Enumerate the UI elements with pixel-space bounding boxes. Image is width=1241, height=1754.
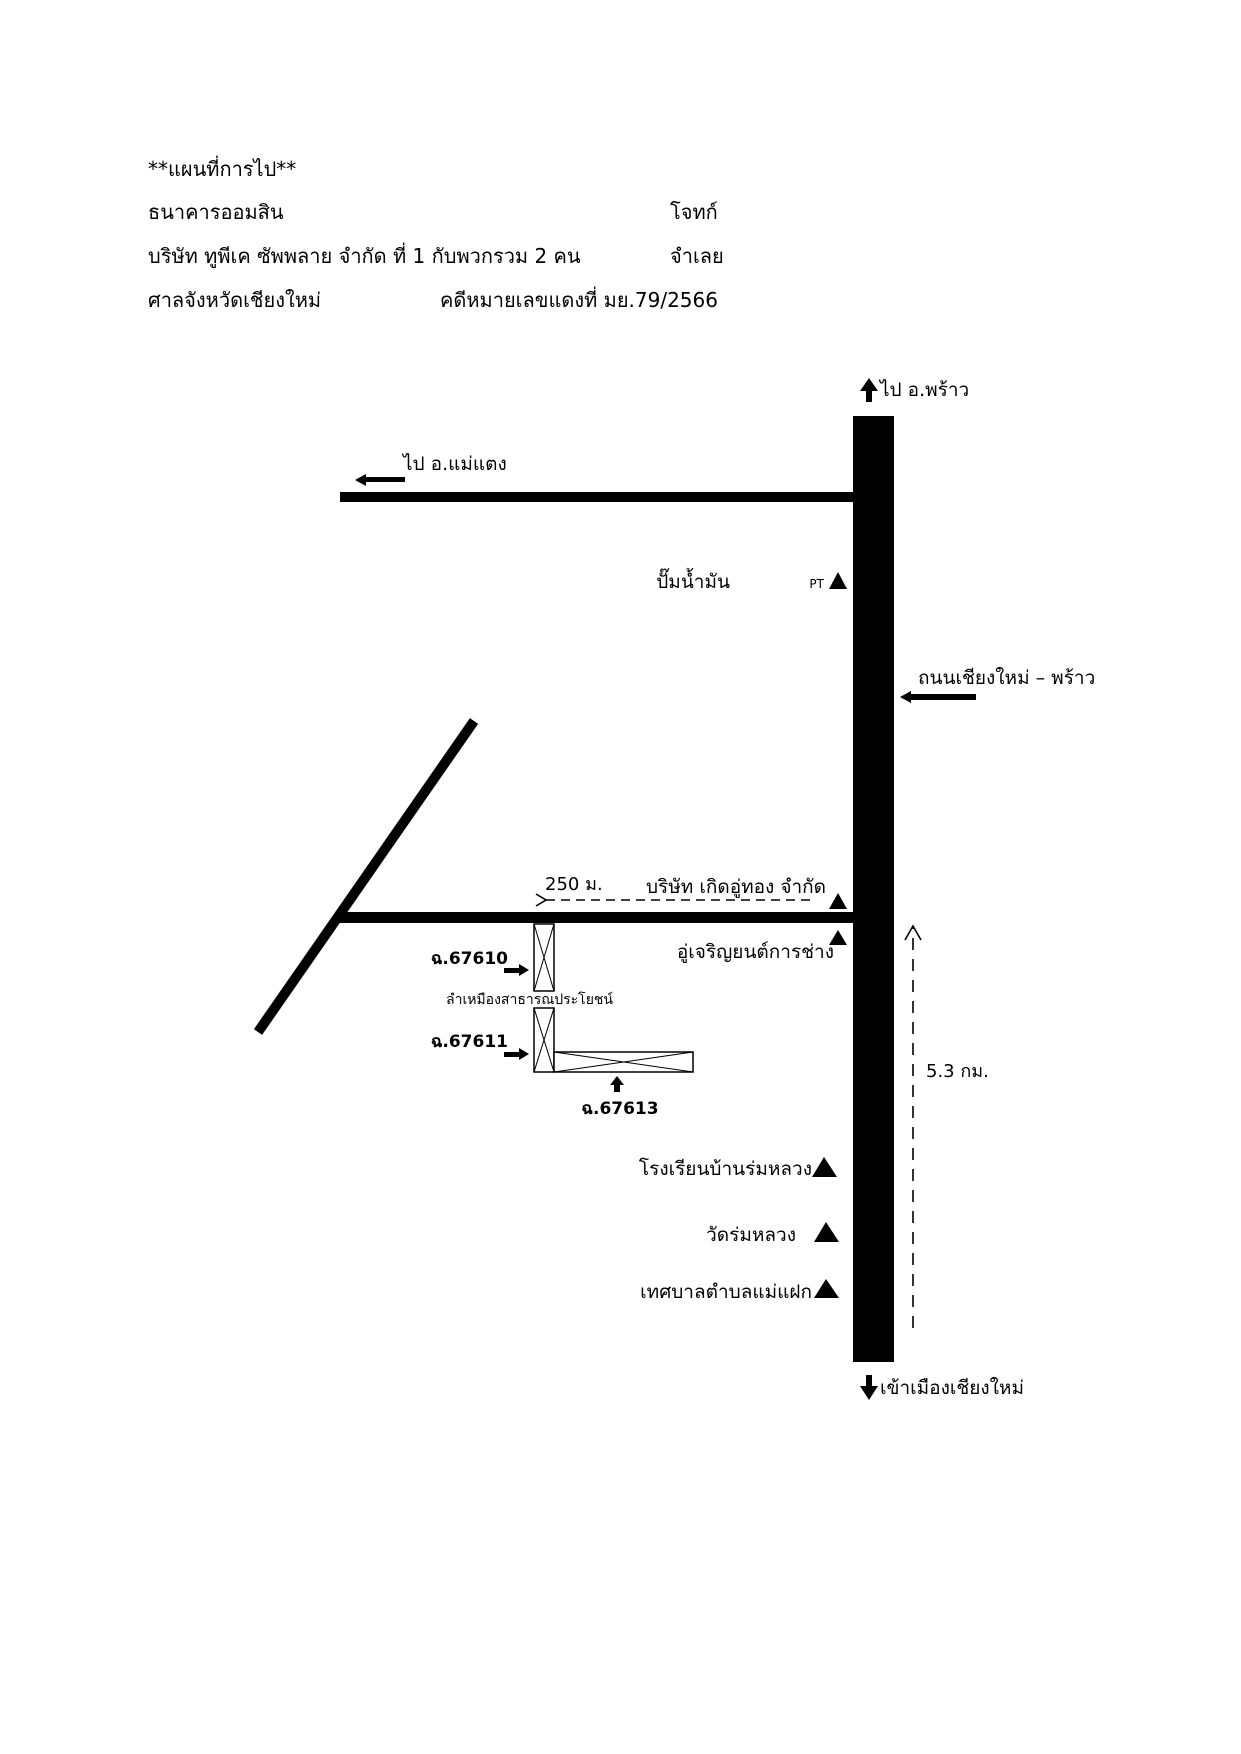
label-parcel-2: ฉ.67611 bbox=[431, 1032, 508, 1052]
label-to-mae-taeng: ไป อ.แม่แตง bbox=[401, 453, 507, 475]
label-to-chiang-mai: เข้าเมืองเชียงใหม่ bbox=[880, 1377, 1024, 1399]
defendant-role: จำเลย bbox=[670, 244, 724, 268]
court-name: ศาลจังหวัดเชียงใหม่ bbox=[148, 288, 322, 312]
road-to-mae-taeng bbox=[340, 492, 854, 502]
label-distance-side-road: 250 ม. bbox=[545, 874, 603, 895]
landmark-triangle-icon bbox=[829, 572, 847, 589]
plaintiff-role: โจทก์ bbox=[670, 200, 718, 224]
label-main-road: ถนนเชียงใหม่ – พร้าว bbox=[918, 667, 1095, 689]
label-to-phrao: ไป อ.พร้าว bbox=[878, 379, 969, 401]
arrow-left-icon bbox=[900, 691, 976, 703]
case-number: คดีหมายเลขแดงที่ มย.79/2566 bbox=[440, 288, 718, 312]
main-road bbox=[853, 416, 894, 1362]
label-gas-station: ปั๊มน้ำมัน bbox=[656, 568, 730, 593]
landmark-triangle-icon bbox=[829, 930, 847, 945]
arrow-right-icon bbox=[504, 964, 529, 976]
label-company: บริษัท เกิดอู่ทอง จำกัด bbox=[646, 876, 826, 898]
label-municipality: เทศบาลตำบลแม่แฝก bbox=[640, 1281, 812, 1303]
defendant-name: บริษัท ทูพีเค ซัพพลาย จำกัด ที่ 1 กับพวก… bbox=[148, 244, 581, 268]
label-distance-main: 5.3 กม. bbox=[926, 1061, 989, 1082]
arrow-up-icon bbox=[610, 1076, 624, 1092]
label-parcel-1: ฉ.67610 bbox=[431, 949, 508, 969]
landmark-triangle-icon bbox=[812, 1157, 837, 1177]
parcel-67611 bbox=[533, 1007, 555, 1073]
landmark-triangle-icon bbox=[829, 893, 847, 909]
side-road bbox=[337, 912, 854, 923]
landmark-triangle-icon bbox=[814, 1222, 839, 1242]
arrow-down-icon bbox=[860, 1375, 878, 1400]
plaintiff-name: ธนาคารออมสิน bbox=[148, 200, 284, 224]
page-title: **แผนที่การไป** bbox=[148, 157, 297, 181]
arrow-left-icon bbox=[355, 474, 405, 486]
parcel-67613 bbox=[553, 1051, 694, 1073]
label-canal: ลำเหมืองสาธารณประโยชน์ bbox=[446, 991, 613, 1008]
arrow-right-icon bbox=[504, 1048, 529, 1060]
label-temple: วัดร่มหลวง bbox=[706, 1224, 796, 1246]
label-parcel-3: ฉ.67613 bbox=[581, 1099, 658, 1119]
arrow-up-icon bbox=[860, 378, 878, 402]
label-gas-station-brand: PT bbox=[809, 577, 824, 591]
label-garage: อู่เจริญยนต์การช่าง bbox=[677, 941, 834, 963]
arrow-up-icon bbox=[904, 924, 922, 941]
label-school: โรงเรียนบ้านร่มหลวง bbox=[639, 1157, 812, 1180]
landmark-triangle-icon bbox=[814, 1279, 839, 1298]
diagonal-road bbox=[253, 718, 479, 1035]
parcel-67610 bbox=[533, 923, 555, 992]
